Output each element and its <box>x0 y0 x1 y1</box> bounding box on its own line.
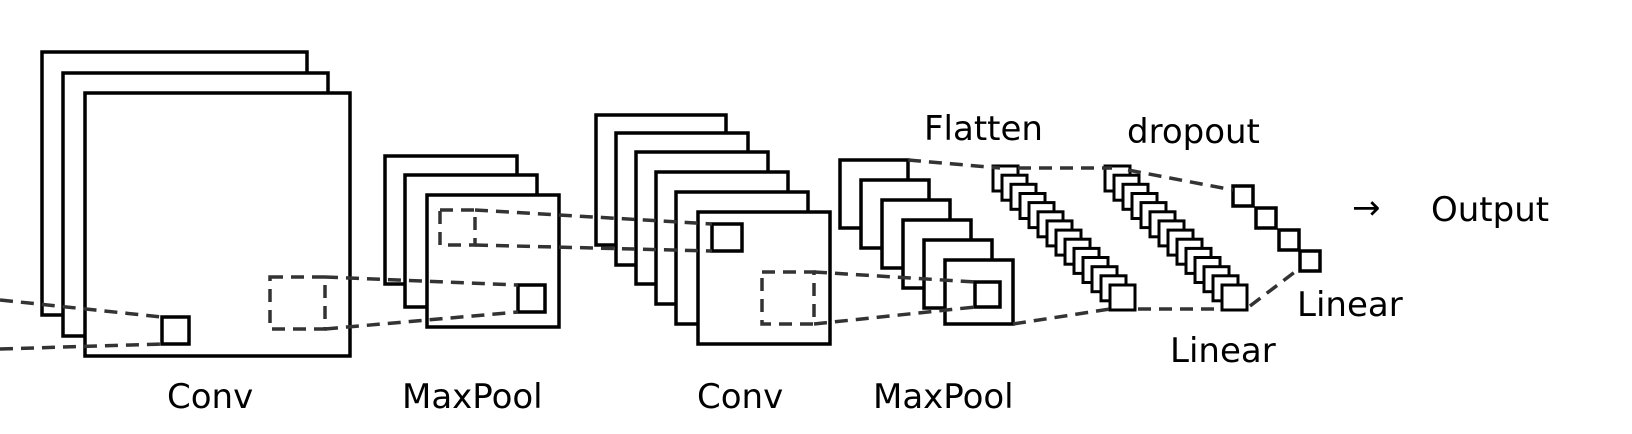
output-label: Output <box>1431 190 1549 230</box>
flatten-unit <box>1108 283 1137 312</box>
maxpool-label-2: MaxPool <box>873 377 1014 417</box>
dropout-vector <box>1103 164 1249 312</box>
flatten-vector <box>991 164 1137 312</box>
linear-label-1: Linear <box>1170 331 1276 371</box>
conv-label-1: Conv <box>167 377 253 417</box>
dropout-unit <box>1220 283 1249 312</box>
maxpool-layer-1 <box>383 154 561 329</box>
dropout-label: dropout <box>1127 112 1260 152</box>
conv-label-2: Conv <box>697 377 783 417</box>
linear-output-vector <box>1231 184 1322 273</box>
maxpool-layer-2 <box>838 158 1015 326</box>
conv-layer-2 <box>594 113 832 346</box>
maxpool-label-1: MaxPool <box>402 377 543 417</box>
flatten-label: Flatten <box>924 109 1043 149</box>
linear-label-2: Linear <box>1297 285 1403 325</box>
conv-layer-1 <box>40 50 352 358</box>
arrow-right-icon: → <box>1352 188 1381 228</box>
